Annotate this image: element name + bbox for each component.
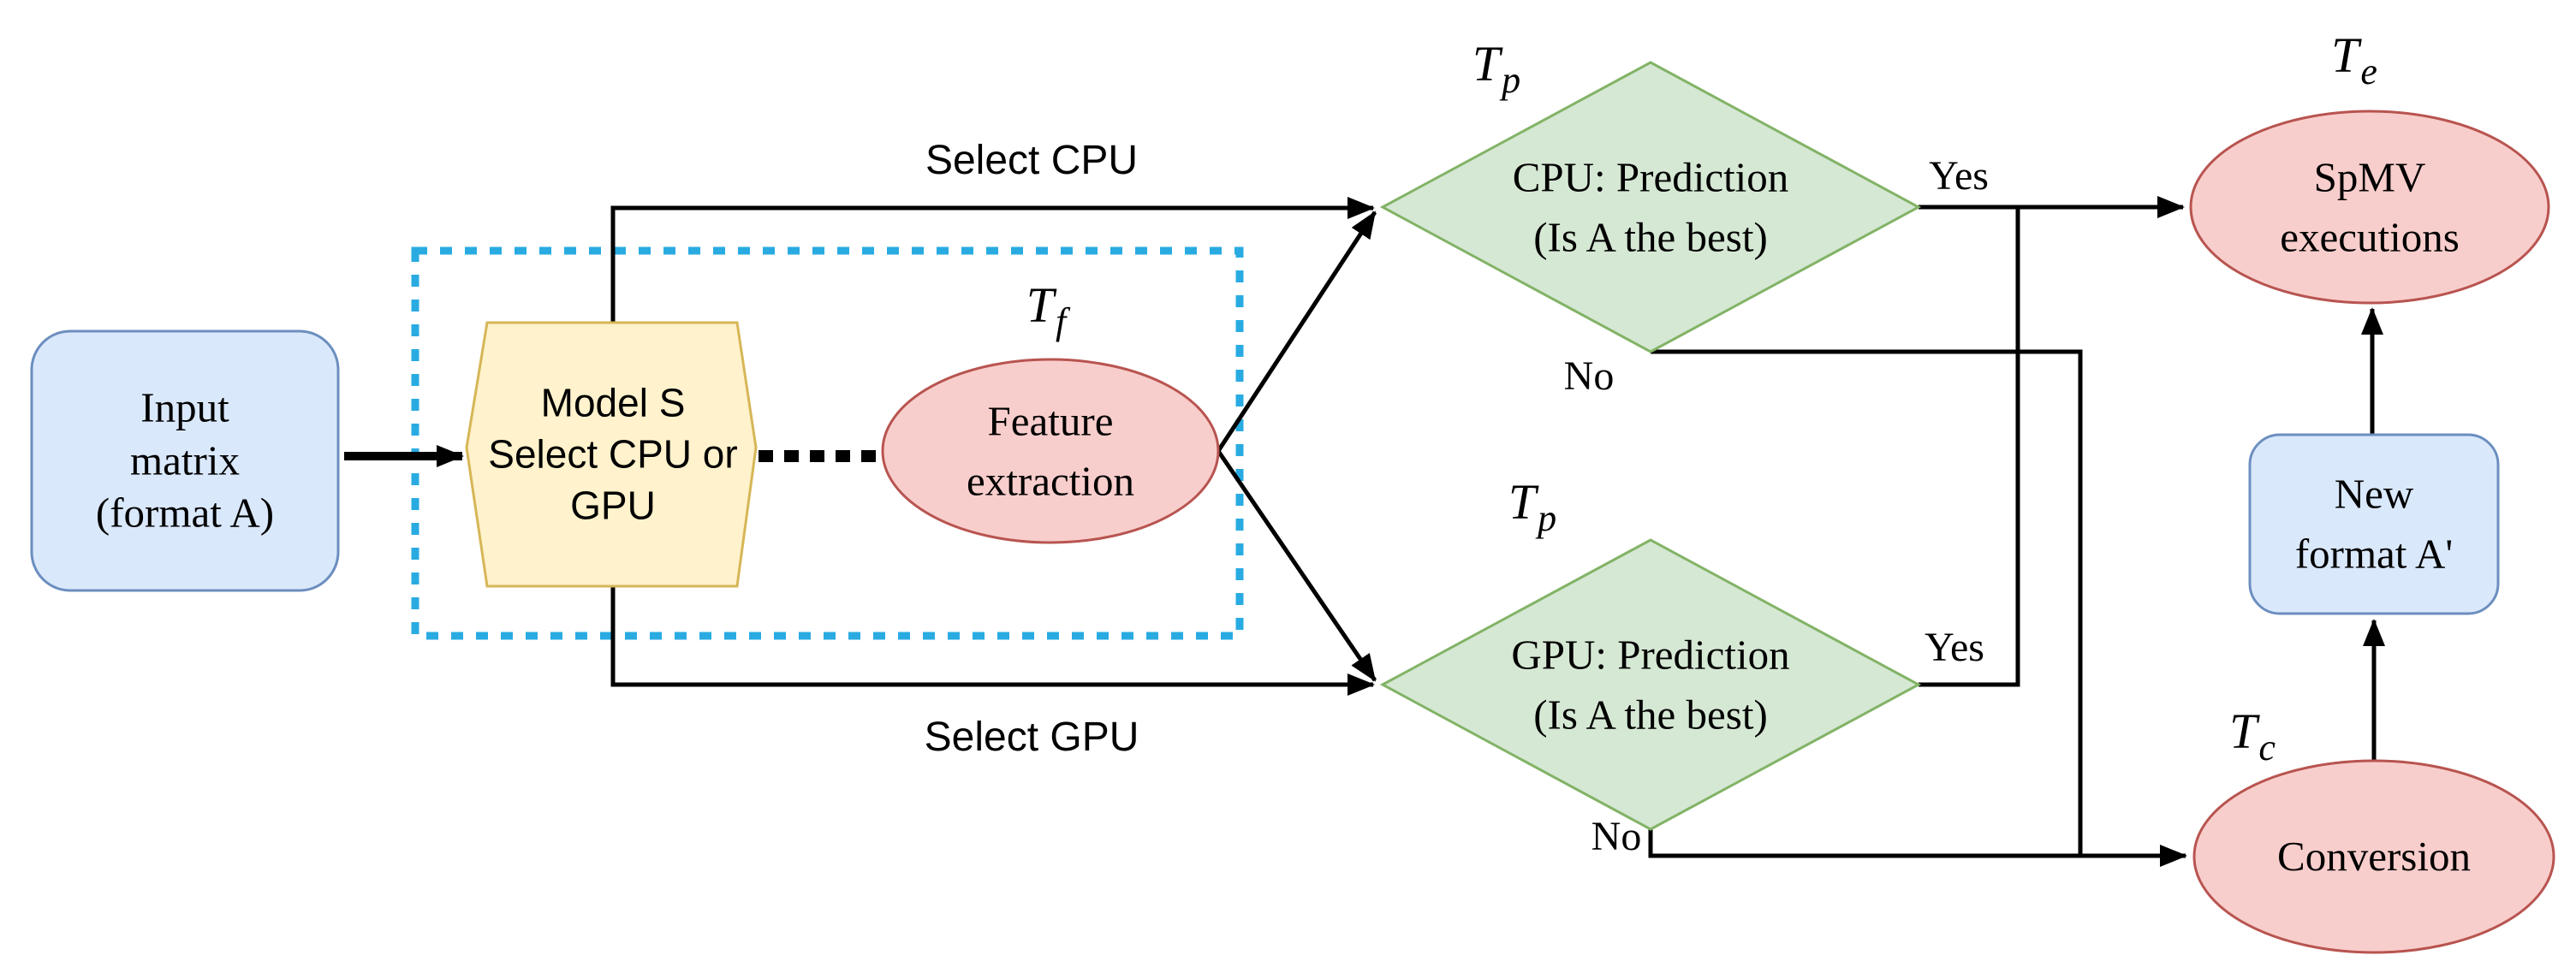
timing-label-tp-cpu: Tp <box>1472 35 1520 102</box>
tp-cpu-subscript: p <box>1502 59 1521 101</box>
edge-no-to-conversion <box>1648 829 2187 867</box>
timing-label-tc: Tc <box>2229 703 2276 769</box>
cpu-prediction-diamond <box>1379 61 1922 353</box>
model-s-hexagon <box>465 321 758 588</box>
spmv-executions-ellipse <box>2189 110 2550 305</box>
tp-gpu-subscript: p <box>1538 497 1557 539</box>
edge-gpu-yes-merge <box>1919 205 2020 687</box>
gpu-prediction-diamond <box>1379 538 1922 831</box>
model-selection-dotted-box <box>411 246 1244 640</box>
timing-label-tf: Tf <box>1026 276 1067 343</box>
tf-base: T <box>1026 277 1055 333</box>
edge-select-gpu <box>610 585 1375 696</box>
edge-cpu-no-merge <box>1651 349 2083 856</box>
te-subscript: e <box>2360 50 2377 92</box>
input-matrix-box <box>30 329 340 592</box>
edge-select-cpu <box>610 197 1375 323</box>
edge-feature-to-cpu-prediction <box>1216 211 1377 453</box>
conversion-ellipse <box>2192 759 2555 954</box>
te-base: T <box>2331 27 2359 83</box>
timing-label-te: Te <box>2331 27 2377 93</box>
tc-subscript: c <box>2258 727 2276 768</box>
timing-label-tp-gpu: Tp <box>1508 473 1556 540</box>
edge-feature-to-gpu-prediction <box>1216 449 1377 682</box>
tf-subscript: f <box>1056 300 1067 342</box>
tp-cpu-base: T <box>1472 36 1501 92</box>
tc-base: T <box>2229 703 2258 759</box>
new-format-box <box>2248 433 2500 615</box>
tp-gpu-base: T <box>1508 474 1537 530</box>
feature-extraction-ellipse <box>881 358 1220 544</box>
